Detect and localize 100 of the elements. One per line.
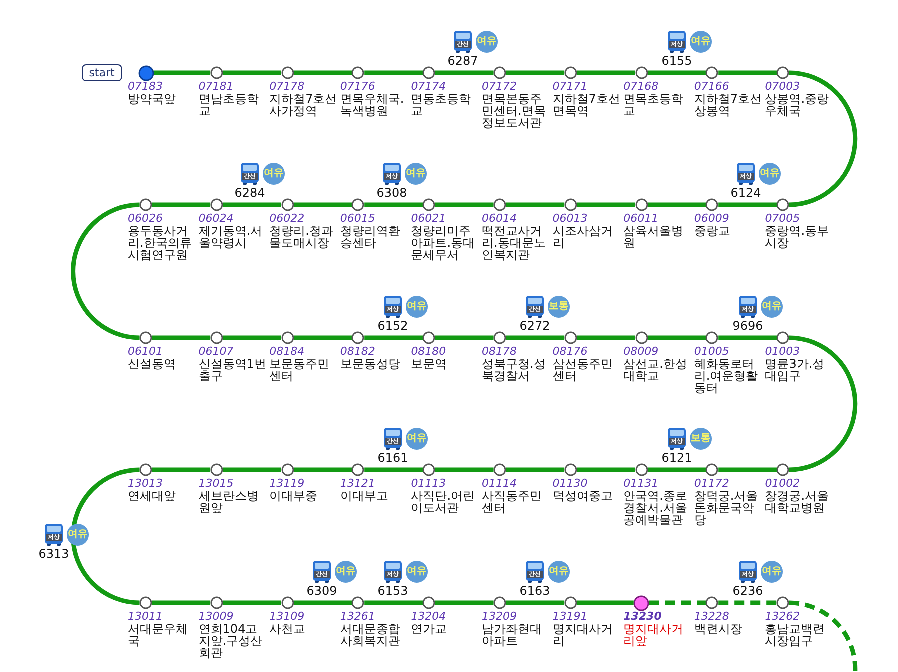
route-line: [71, 202, 140, 340]
stop-circle: [422, 596, 436, 610]
route-line: [435, 336, 494, 340]
bus-number: 6284: [234, 186, 266, 200]
stop-circle: [138, 64, 154, 82]
stop-id: 13191: [552, 610, 588, 623]
stop-circle: [280, 331, 295, 345]
stop-circle: [351, 331, 366, 345]
stop-name: 삼선교.한성대학교: [624, 358, 688, 382]
stop-name: 홍남교백련시장입구: [765, 623, 826, 647]
stop-circle: [280, 596, 295, 610]
stop-name: 청량리역환승센타: [340, 225, 402, 249]
route-line: [223, 70, 282, 76]
stop-id: 01002: [765, 477, 800, 490]
bus-number: 6161: [378, 451, 408, 465]
stop-name: 세브란스병원앞: [198, 490, 260, 514]
stop-circle: [634, 463, 649, 477]
stop-name: 삼육서울병원: [624, 225, 685, 249]
stop-circle: [280, 463, 295, 477]
route-line: [364, 600, 423, 606]
stop-circle: [705, 596, 720, 610]
bus-number: 6153: [378, 584, 408, 598]
route-line: [152, 600, 211, 606]
stop-name: 연가교: [411, 623, 448, 635]
stop-circle: [776, 596, 790, 610]
stop-id: 07183: [128, 80, 163, 93]
stop-name: 백련시장: [694, 623, 742, 635]
stop-name: 지하철7호선사가정역: [270, 93, 338, 117]
stop-circle: [776, 463, 790, 477]
stop-id: 13204: [411, 610, 446, 623]
route-line: [152, 202, 211, 208]
stop-id: 07176: [340, 80, 376, 93]
stop-id: 01130: [552, 477, 588, 490]
stop-circle: [351, 463, 366, 477]
route-line: [506, 468, 565, 472]
occupancy-badge: 여유: [335, 561, 357, 583]
route-line: [294, 202, 352, 208]
route-line: [435, 70, 494, 76]
occupancy-badge: 여유: [406, 428, 428, 450]
stop-name: 신설동역1번출구: [198, 358, 268, 382]
stop-id: 13013: [128, 477, 163, 490]
stop-name: 사직동주민센터: [482, 490, 543, 514]
stop-id: 08182: [340, 345, 376, 358]
stop-circle: [493, 463, 507, 477]
stop-id: 07166: [694, 80, 730, 93]
stop-id: 07178: [270, 80, 305, 93]
route-line: [648, 70, 706, 76]
route-line: [718, 468, 777, 472]
route-line: [364, 336, 423, 340]
occupancy-badge: 여유: [406, 296, 428, 318]
stop-circle: [564, 596, 578, 610]
stop-circle: [210, 463, 224, 477]
stop-circle: [139, 596, 153, 610]
route-line: [506, 202, 565, 208]
stop-id: 07181: [198, 80, 234, 93]
route-line: [152, 336, 211, 340]
bus-number: 6121: [662, 451, 692, 465]
stop-circle: [634, 66, 649, 80]
stop-circle: [210, 331, 224, 345]
stop-id: 06107: [198, 345, 234, 358]
stop-circle: [422, 331, 436, 345]
stop-name: 면남초등학교: [198, 93, 260, 117]
stop-circle: [210, 596, 224, 610]
stop-name: 신설동역: [128, 358, 176, 370]
bus-number: 6155: [662, 54, 692, 68]
stop-circle: [280, 198, 295, 212]
stop-circle: [705, 331, 720, 345]
stop-id: 07172: [482, 80, 517, 93]
stop-id: 01172: [694, 477, 730, 490]
stop-id: 13119: [270, 477, 305, 490]
stop-id: 01003: [765, 345, 800, 358]
stop-circle: [351, 596, 366, 610]
route-line: [506, 600, 565, 606]
stop-circle: [422, 463, 436, 477]
stop-id: 06014: [482, 212, 517, 225]
stop-name: 창경궁.서울대학교병원: [765, 490, 830, 514]
stop-id: 08184: [270, 345, 305, 358]
stop-id: 07171: [552, 80, 588, 93]
stop-id: 06009: [694, 212, 730, 225]
stop-id: 08009: [624, 345, 659, 358]
route-line: [435, 468, 494, 472]
route-line: [294, 70, 352, 76]
stop-name: 중랑역.동부시장: [765, 225, 830, 249]
stop-name: 연세대앞: [128, 490, 176, 502]
occupancy-badge: 보통: [690, 428, 712, 450]
route-line: [364, 202, 423, 208]
route-line: [648, 202, 706, 208]
stop-name: 서대문우체국: [128, 623, 189, 647]
stop-id: 13121: [340, 477, 376, 490]
stop-circle: [634, 198, 649, 212]
bus-number: 6163: [520, 584, 550, 598]
occupancy-badge: 여유: [405, 163, 427, 185]
stop-name: 남가좌현대아파트: [482, 623, 543, 647]
route-line: [718, 70, 777, 76]
stop-id: 13230: [624, 610, 662, 623]
stop-name: 성북구청.성북경찰서: [482, 358, 547, 382]
stop-id: 06013: [552, 212, 588, 225]
stop-name: 청량리.청과물도매시장: [270, 225, 334, 249]
stop-name: 안국역.종로경찰서.서울공예박물관: [624, 490, 688, 526]
occupancy-badge: 여유: [548, 561, 570, 583]
